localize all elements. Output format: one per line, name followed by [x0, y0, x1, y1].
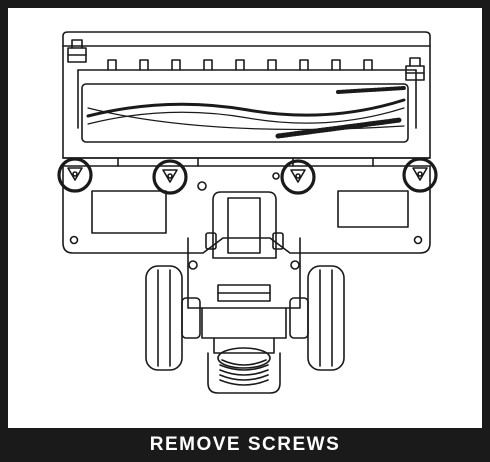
screw-highlight-2 — [152, 159, 188, 195]
brush-housing — [62, 31, 431, 159]
hose — [207, 347, 281, 394]
left-latch — [67, 39, 87, 63]
left-wheel — [145, 265, 201, 371]
caption-bar: REMOVE SCREWS — [0, 428, 490, 462]
bumper-rail — [62, 157, 431, 167]
swivel-neck — [187, 191, 301, 354]
screw-highlight-1 — [57, 157, 93, 193]
caption-text: REMOVE SCREWS — [149, 434, 341, 455]
right-latch — [405, 57, 425, 81]
screw-highlights — [57, 157, 438, 195]
lower-body — [62, 165, 431, 254]
screw-highlight-4 — [402, 157, 438, 193]
brushroll — [81, 83, 409, 143]
illustration-panel — [8, 8, 482, 428]
screw-bosses — [67, 167, 428, 183]
right-wheel — [289, 265, 345, 371]
brushroll-head-illustration — [57, 31, 438, 394]
screw-highlight-3 — [280, 159, 316, 195]
